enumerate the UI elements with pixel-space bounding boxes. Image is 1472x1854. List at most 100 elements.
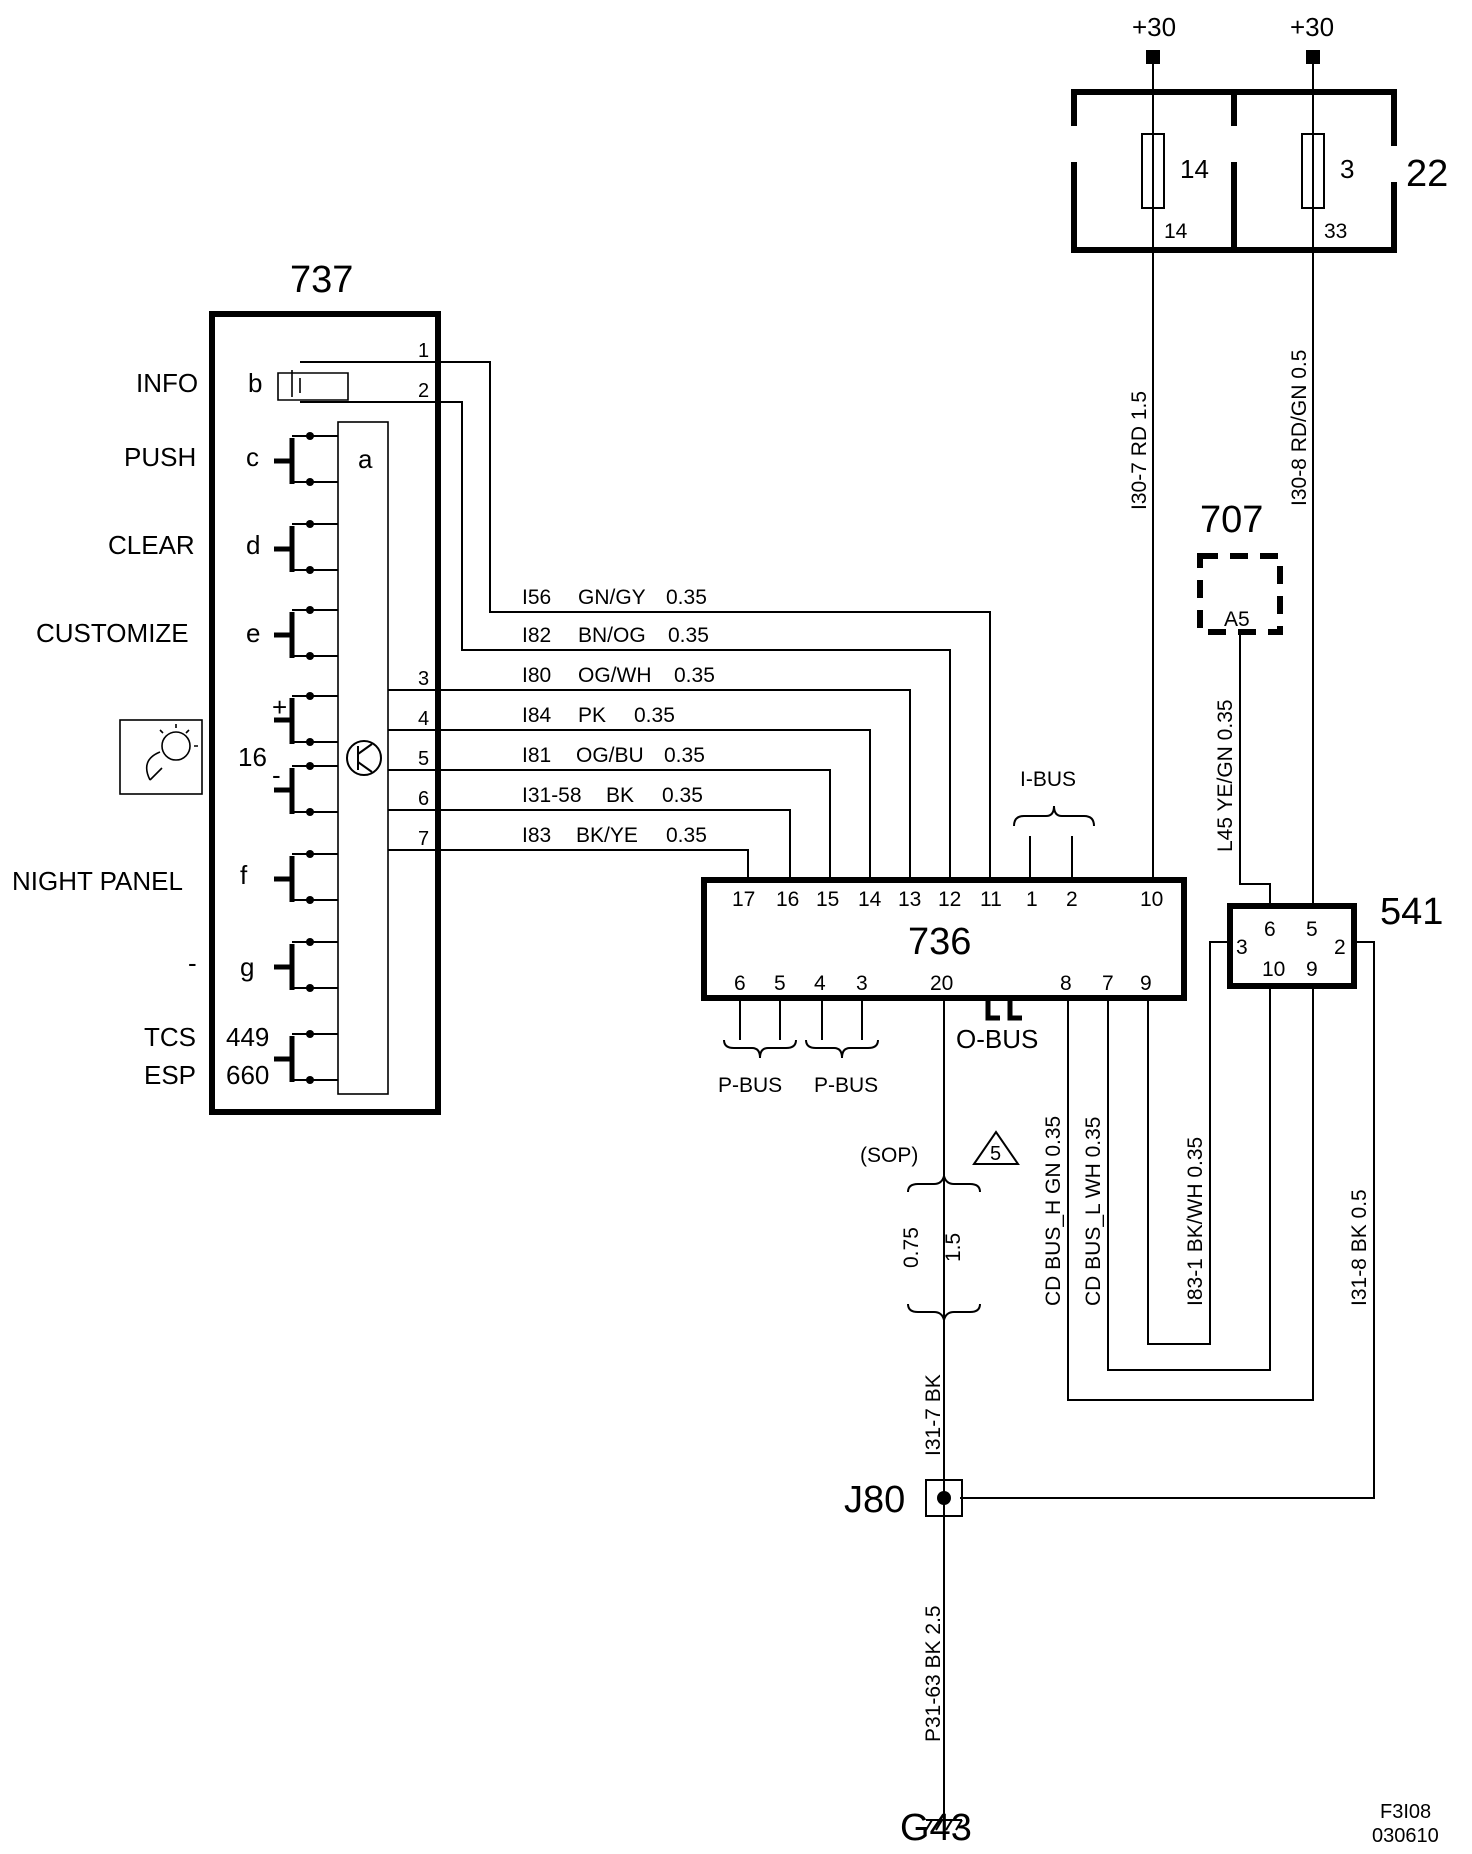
label-cd-bus-h: CD BUS_H GN 0.35 <box>1042 1116 1065 1306</box>
wire-label-i81-color: OG/BU <box>576 744 644 767</box>
component-737-box <box>209 311 441 1115</box>
o-bus-connector <box>985 998 1022 1021</box>
fuse-number-14: 14 <box>1180 154 1209 184</box>
pin-736-12: 12 <box>938 888 961 911</box>
button-clear: CLEAR d <box>108 520 338 574</box>
pin-541-2: 2 <box>1334 936 1346 959</box>
ground-icon <box>925 1819 963 1831</box>
pin-541-9: 9 <box>1306 958 1318 981</box>
button-label-esp: ESP <box>144 1060 196 1090</box>
wire-i31-58 <box>388 809 791 880</box>
wire-i83-1 <box>1147 941 1230 1345</box>
button-code-449: 449 <box>226 1022 269 1052</box>
note-marker: 5 <box>990 1143 1001 1165</box>
button-label-tcs: TCS <box>144 1022 196 1052</box>
fuse-pin-14: 14 <box>1164 220 1188 243</box>
pin-737-5: 5 <box>418 748 429 770</box>
junction-j80-dot <box>937 1491 951 1505</box>
wire-cd-bus-l <box>1107 986 1271 1371</box>
wire-i82 <box>300 401 951 880</box>
button-code-push: c <box>246 442 259 472</box>
sop-label: (SOP) <box>860 1144 918 1167</box>
button-code-info: b <box>248 368 262 398</box>
pin-736-5: 5 <box>774 972 786 995</box>
pin-737-2: 2 <box>418 380 429 402</box>
button-code-clear: d <box>246 530 260 560</box>
button-label-minus: - <box>188 948 197 978</box>
pin-541-6: 6 <box>1264 918 1276 941</box>
i-bus-brace <box>1013 805 1095 827</box>
pin-736-4: 4 <box>814 972 826 995</box>
wire-label-i31-58-size: 0.35 <box>662 784 703 807</box>
footer-code: F3I08 <box>1380 1801 1431 1823</box>
wire-label-i80-color: OG/WH <box>578 664 652 687</box>
pin-736-7: 7 <box>1102 972 1114 995</box>
wire-label-i80-id: I80 <box>522 664 551 687</box>
p-bus-label-right: P-BUS <box>814 1074 878 1097</box>
label-i83-1: I83-1 BK/WH 0.35 <box>1184 1137 1207 1306</box>
button-customize: CUSTOMIZE e <box>36 606 338 660</box>
button-push: PUSH c <box>124 432 338 486</box>
pin-736-11: 11 <box>980 888 1002 911</box>
label-i31-8: I31-8 BK 0.5 <box>1348 1189 1371 1306</box>
wire-label-i82-size: 0.35 <box>668 624 709 647</box>
rocker-minus-label: - <box>272 760 281 790</box>
wire-i31-8 <box>960 941 1375 1499</box>
wire-label-i82-id: I82 <box>522 624 551 647</box>
pin-736-10: 10 <box>1140 888 1163 911</box>
supply-label-1: +30 <box>1132 12 1176 42</box>
button-code-g: g <box>240 952 254 982</box>
component-736-label: 736 <box>908 921 971 963</box>
module-a-label: a <box>358 444 373 474</box>
pin-541-5: 5 <box>1306 918 1318 941</box>
wire-label-i83-color: BK/YE <box>576 824 638 847</box>
label-l45: L45 YE/GN 0.35 <box>1214 699 1237 852</box>
pin-736-14: 14 <box>858 888 882 911</box>
button-code-16: 16 <box>238 742 267 772</box>
wire-label-i82-color: BN/OG <box>578 624 646 647</box>
pin-736-2: 2 <box>1066 888 1078 911</box>
component-707-pin: A5 <box>1224 608 1250 631</box>
wire-label-i56-id: I56 <box>522 586 551 609</box>
pin-541-3: 3 <box>1236 936 1248 959</box>
sop-brace-bottom <box>907 1303 981 1321</box>
pin-541-10: 10 <box>1262 958 1285 981</box>
wire-l45 <box>1239 632 1271 906</box>
label-cd-bus-l: CD BUS_L WH 0.35 <box>1082 1117 1105 1306</box>
fuse-pin-33: 33 <box>1324 220 1347 243</box>
dimmer-panel-icon <box>119 719 203 795</box>
wire-label-i56-color: GN/GY <box>578 586 646 609</box>
wire-label-i31-58-id: I31-58 <box>522 784 582 807</box>
p-bus-brace-left <box>723 1039 797 1059</box>
button-label-customize: CUSTOMIZE <box>36 618 189 648</box>
pin-737-7: 7 <box>418 828 429 850</box>
pin-736-8: 8 <box>1060 972 1072 995</box>
junction-j80-box <box>925 1479 963 1517</box>
pin-737-1: 1 <box>418 340 429 362</box>
pin-736-16: 16 <box>776 888 799 911</box>
button-code-f: f <box>240 860 248 890</box>
ground-g43-label: G43 <box>900 1807 972 1849</box>
pin-737-6: 6 <box>418 788 429 810</box>
i-bus-label: I-BUS <box>1020 768 1076 791</box>
wire-label-i81-id: I81 <box>522 744 551 767</box>
wire-label-i84-color: PK <box>578 704 606 727</box>
o-bus-label: O-BUS <box>956 1024 1038 1054</box>
wire-label-i84-id: I84 <box>522 704 552 727</box>
button-code-660: 660 <box>226 1060 269 1090</box>
pin-736-3: 3 <box>856 972 868 995</box>
supply-terminal-1 <box>1146 50 1160 64</box>
pin-736-17: 17 <box>732 888 755 911</box>
pin-736-13: 13 <box>898 888 921 911</box>
button-label-clear: CLEAR <box>108 530 195 560</box>
fuse-number-3: 3 <box>1340 154 1354 184</box>
component-541-box <box>1227 903 1357 989</box>
pin-736-6: 6 <box>734 972 746 995</box>
note-triangle-icon <box>972 1130 1020 1165</box>
p-bus-brace-right <box>805 1039 879 1059</box>
info-roller-icon <box>277 372 349 401</box>
label-size-15: 1.5 <box>942 1233 965 1262</box>
button-label-info: INFO <box>136 368 198 398</box>
pin-736-9: 9 <box>1140 972 1152 995</box>
